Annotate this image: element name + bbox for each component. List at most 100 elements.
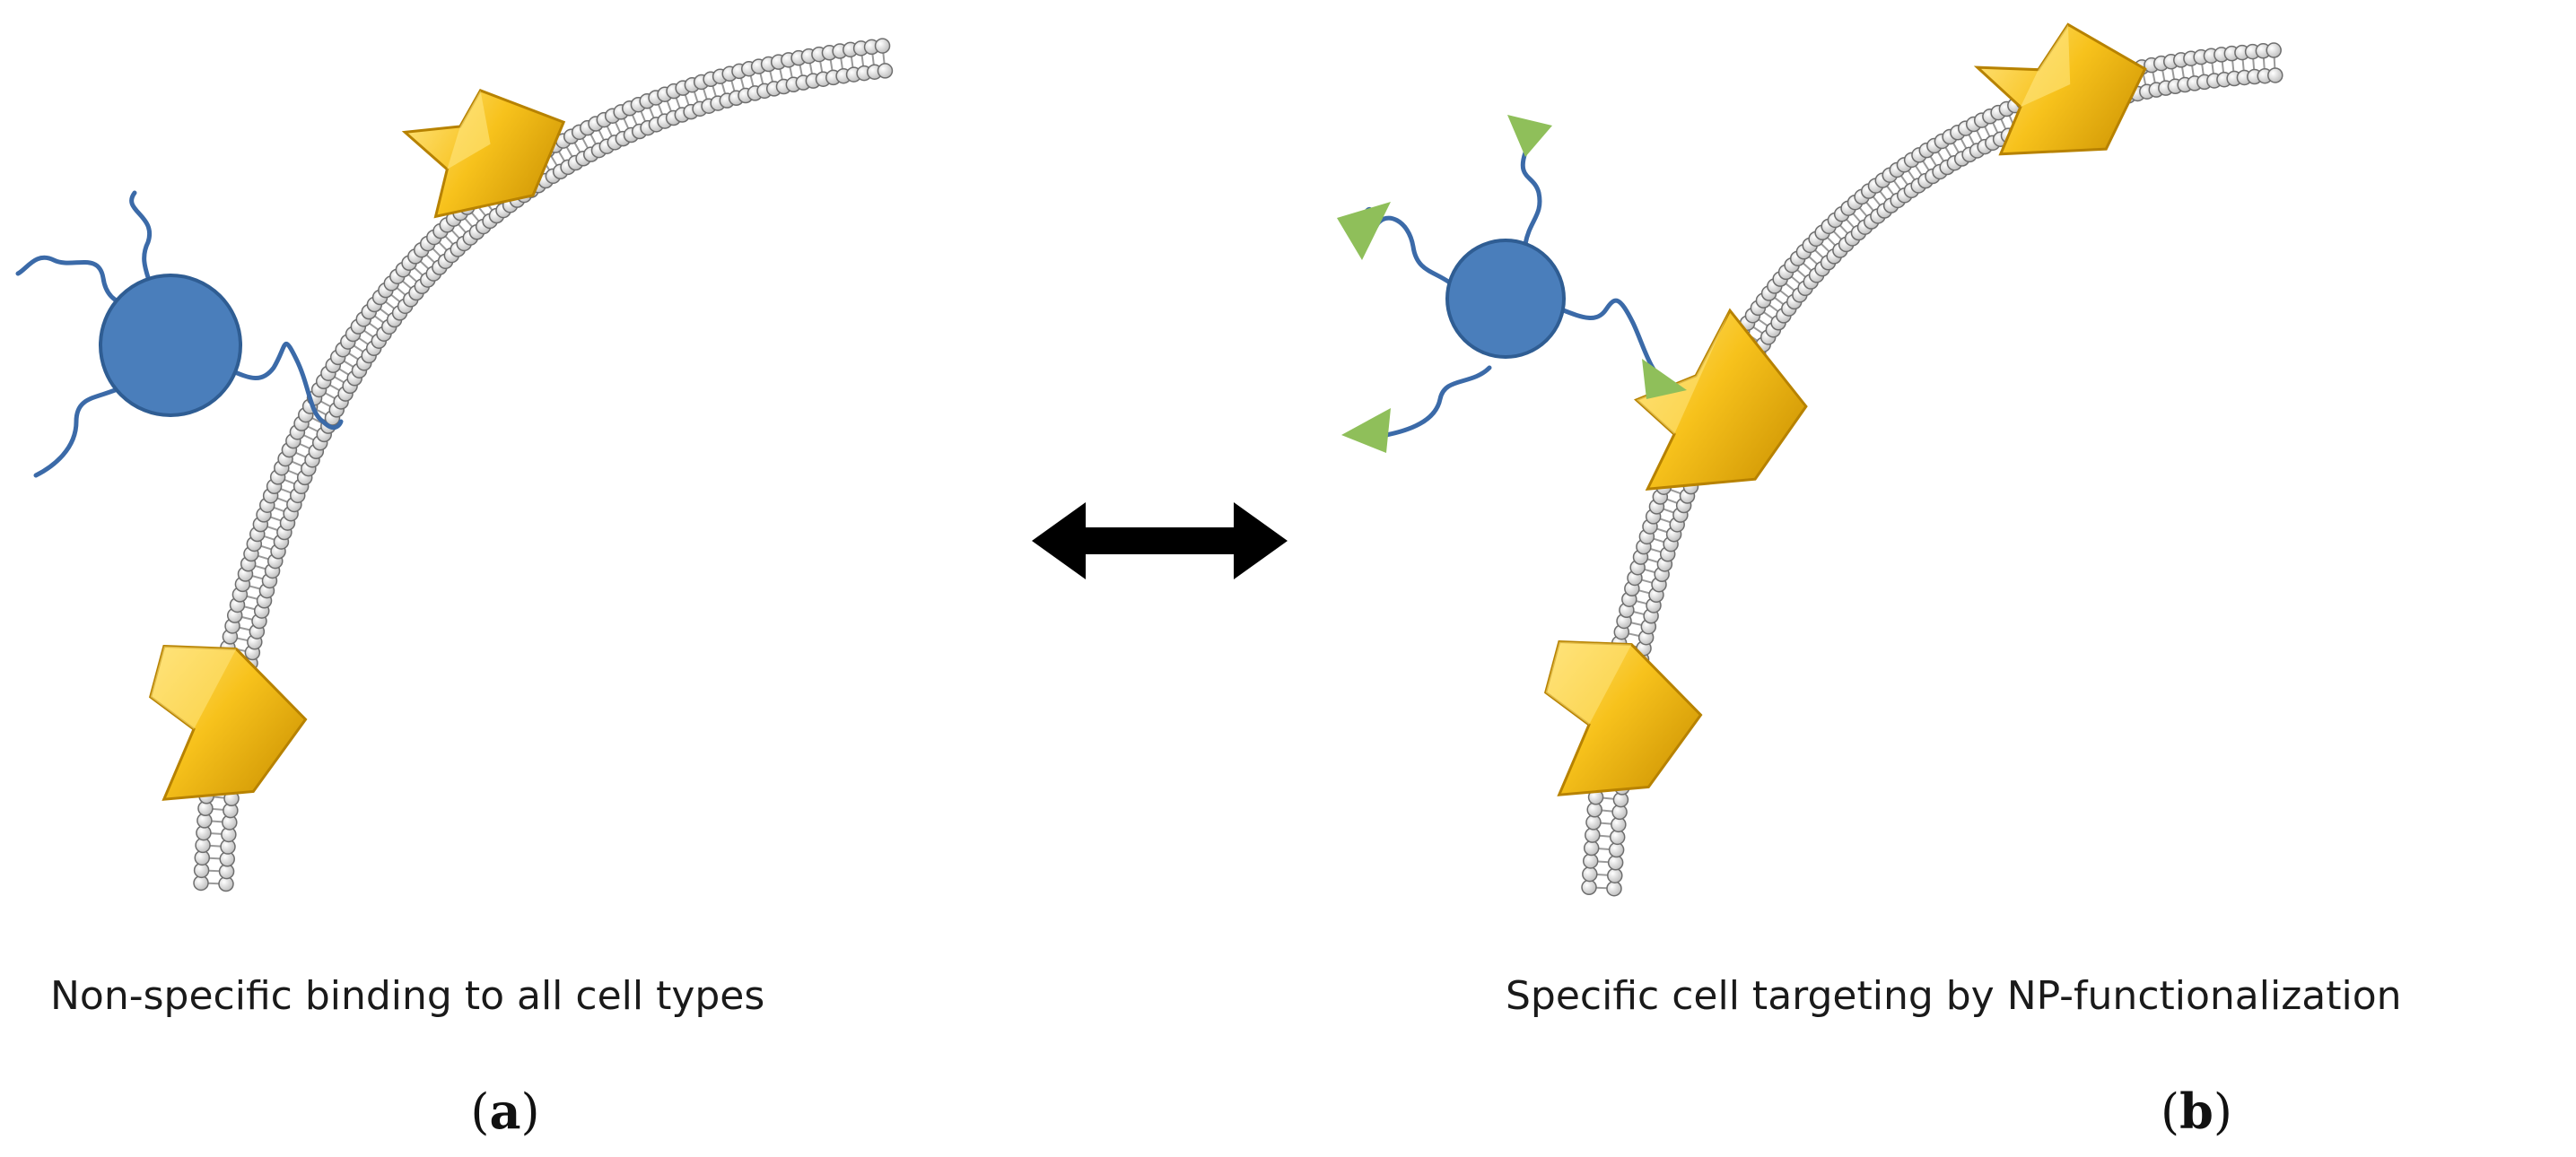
lipid-tail (565, 146, 573, 158)
lipid-tail (244, 605, 256, 611)
lipid-tail (266, 526, 278, 531)
lipid-tail (1852, 213, 1862, 222)
lipid-tail (819, 61, 824, 73)
lipid-tail (264, 535, 275, 541)
lipid-tail (2161, 70, 2166, 82)
lipid-tail (1821, 243, 1830, 253)
lipid-tail (329, 384, 340, 392)
lipid-tail (1846, 219, 1855, 229)
lipid-head (1581, 879, 1597, 896)
lipid-tail (1598, 848, 1610, 850)
lipid-tail (209, 844, 222, 848)
lipid-tail (1827, 237, 1836, 247)
lipid-tail (237, 637, 249, 642)
lipid-tail (850, 57, 854, 68)
caption-b: Specific cell targeting by NP-functional… (1506, 973, 2402, 1019)
lipid-tail (458, 223, 467, 233)
lipid-tail (407, 274, 418, 283)
lipid-head (1606, 880, 1622, 897)
polymer-chain (33, 383, 128, 478)
lipid-tail (550, 155, 558, 166)
lipid-tail (1663, 508, 1674, 514)
lipid-tail (1808, 256, 1818, 265)
lipid-tail (684, 94, 690, 106)
lipid-tail (2231, 60, 2235, 72)
lipid-tail (1636, 600, 1647, 605)
lipid-tail (303, 434, 314, 441)
lipid-tail (640, 110, 646, 122)
lipid-tail (1785, 283, 1795, 291)
lipid-tail (209, 857, 221, 860)
lipid-tail (2211, 63, 2214, 74)
receptor-a-bottom (148, 645, 308, 801)
lipid-tail (1865, 201, 1874, 212)
lipid-tail (438, 241, 448, 251)
lipid-tail (1900, 175, 1908, 186)
caption-a: Non-specific binding to all cell types (50, 973, 764, 1019)
lipid-tail (211, 820, 223, 823)
lipid-tail (1763, 311, 1774, 319)
lipid-tail (649, 107, 655, 118)
lipid-tail (779, 68, 783, 80)
nanoparticle-b (1337, 115, 1687, 453)
lipid-tail (1646, 558, 1658, 563)
lipid-tail (1922, 161, 1930, 171)
lipid-tail (363, 329, 374, 338)
lipid-head (1582, 866, 1598, 883)
lipid-tail (284, 478, 295, 485)
lipid-head (1607, 867, 1623, 883)
lipid-tail (769, 71, 773, 83)
lipid-tail (280, 488, 292, 494)
lipid-tail (239, 626, 250, 631)
double-headed-arrow-icon (1032, 502, 1288, 579)
lipid-tail (808, 63, 813, 74)
lipid-tail (666, 100, 672, 112)
lipid-tail (1992, 122, 1999, 134)
lipid-tail (871, 54, 875, 65)
lipid-tail (1600, 822, 1611, 825)
receptor-b-top (1973, 22, 2147, 156)
lipid-tail (464, 218, 473, 228)
lipid-tail (320, 400, 331, 408)
lipid-tail (1628, 632, 1640, 637)
lipid-tail (1630, 622, 1642, 626)
lipid-tail (675, 97, 681, 109)
lipid-tail (1641, 578, 1653, 584)
polymer-chain (1384, 365, 1492, 438)
lipid-tail (882, 52, 886, 65)
lipid-tail (1879, 190, 1888, 201)
lipid-tail (258, 554, 269, 561)
lipid-tail (749, 75, 755, 87)
lipid-tail (450, 230, 460, 239)
lipid-tail (414, 266, 424, 276)
lipid-tail (2252, 58, 2256, 70)
panel-label-a: (a) (470, 1083, 539, 1140)
lipid-tail (420, 260, 430, 270)
lipid-tail (1872, 196, 1882, 206)
panel-label-b: (b) (2161, 1083, 2232, 1140)
lipid-tail (292, 460, 302, 467)
lipid-tail (799, 65, 803, 76)
lipid-tail (1968, 134, 1975, 145)
ligand-icon (1337, 202, 1391, 260)
lipid-tail (246, 595, 258, 600)
lipid-tail (2201, 64, 2205, 75)
lipid-tail (369, 322, 380, 331)
polymer-chain (222, 342, 344, 431)
lipid-tail (789, 66, 793, 78)
lipid-tail (380, 308, 389, 317)
lipid-tail (829, 59, 834, 71)
lipid-tail (255, 564, 266, 570)
lipid-tail (471, 212, 480, 222)
lipid-tail (1653, 537, 1664, 544)
lipid-tail (1602, 796, 1614, 800)
lipid-tail (2241, 59, 2245, 71)
lipid-head (2267, 67, 2283, 83)
polymer-chain (1520, 150, 1542, 247)
lipid-tail (213, 796, 225, 799)
lipid-tail (598, 129, 605, 141)
lipid-tail (720, 83, 727, 94)
lipid-tail (693, 91, 699, 103)
lipid-tail (402, 280, 412, 290)
lipid-tail (1960, 138, 1968, 149)
